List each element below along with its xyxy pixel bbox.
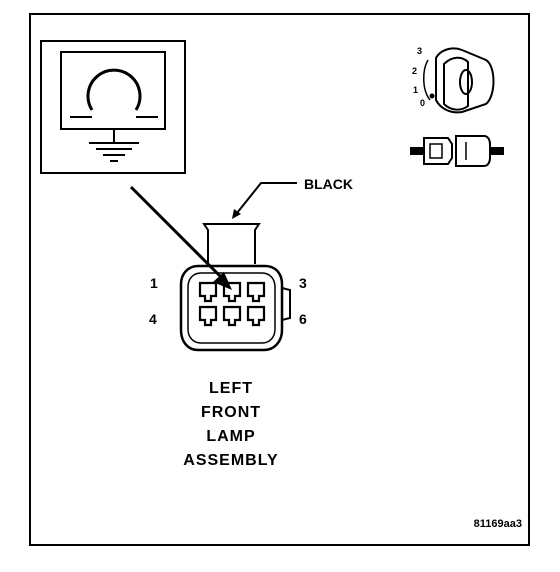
title-line-3: LAMP [206, 428, 255, 445]
figure-code: 81169aa3 [474, 518, 522, 530]
ignition-switch-icon [423, 47, 495, 114]
pin-cavity [222, 305, 242, 327]
pin-cavity [246, 305, 266, 327]
connector-side-view-icon [410, 135, 504, 167]
connector-face [179, 223, 291, 352]
key-pos-2: 2 [412, 66, 417, 76]
pointer-arrow [129, 185, 232, 290]
title-line-4: ASSEMBLY [183, 452, 278, 469]
title-line-2: FRONT [201, 404, 261, 421]
pin-cavity [246, 281, 266, 303]
pin-cavity [222, 281, 242, 303]
wire-color-label: BLACK [304, 176, 353, 192]
lamp-ground-symbol-icon [40, 40, 186, 174]
pin-label-3: 3 [299, 275, 307, 291]
key-pos-3: 3 [417, 46, 422, 56]
title-line-1: LEFT [209, 380, 253, 397]
key-pos-1: 1 [413, 85, 418, 95]
pin-label-6: 6 [299, 311, 307, 327]
wire-color-leader [232, 182, 297, 219]
key-pos-0: 0 [420, 98, 425, 108]
diagram-frame [29, 13, 530, 546]
pin-cavity [198, 281, 218, 303]
pin-label-1: 1 [150, 275, 158, 291]
pin-cavity [198, 305, 218, 327]
pin-label-4: 4 [149, 311, 157, 327]
